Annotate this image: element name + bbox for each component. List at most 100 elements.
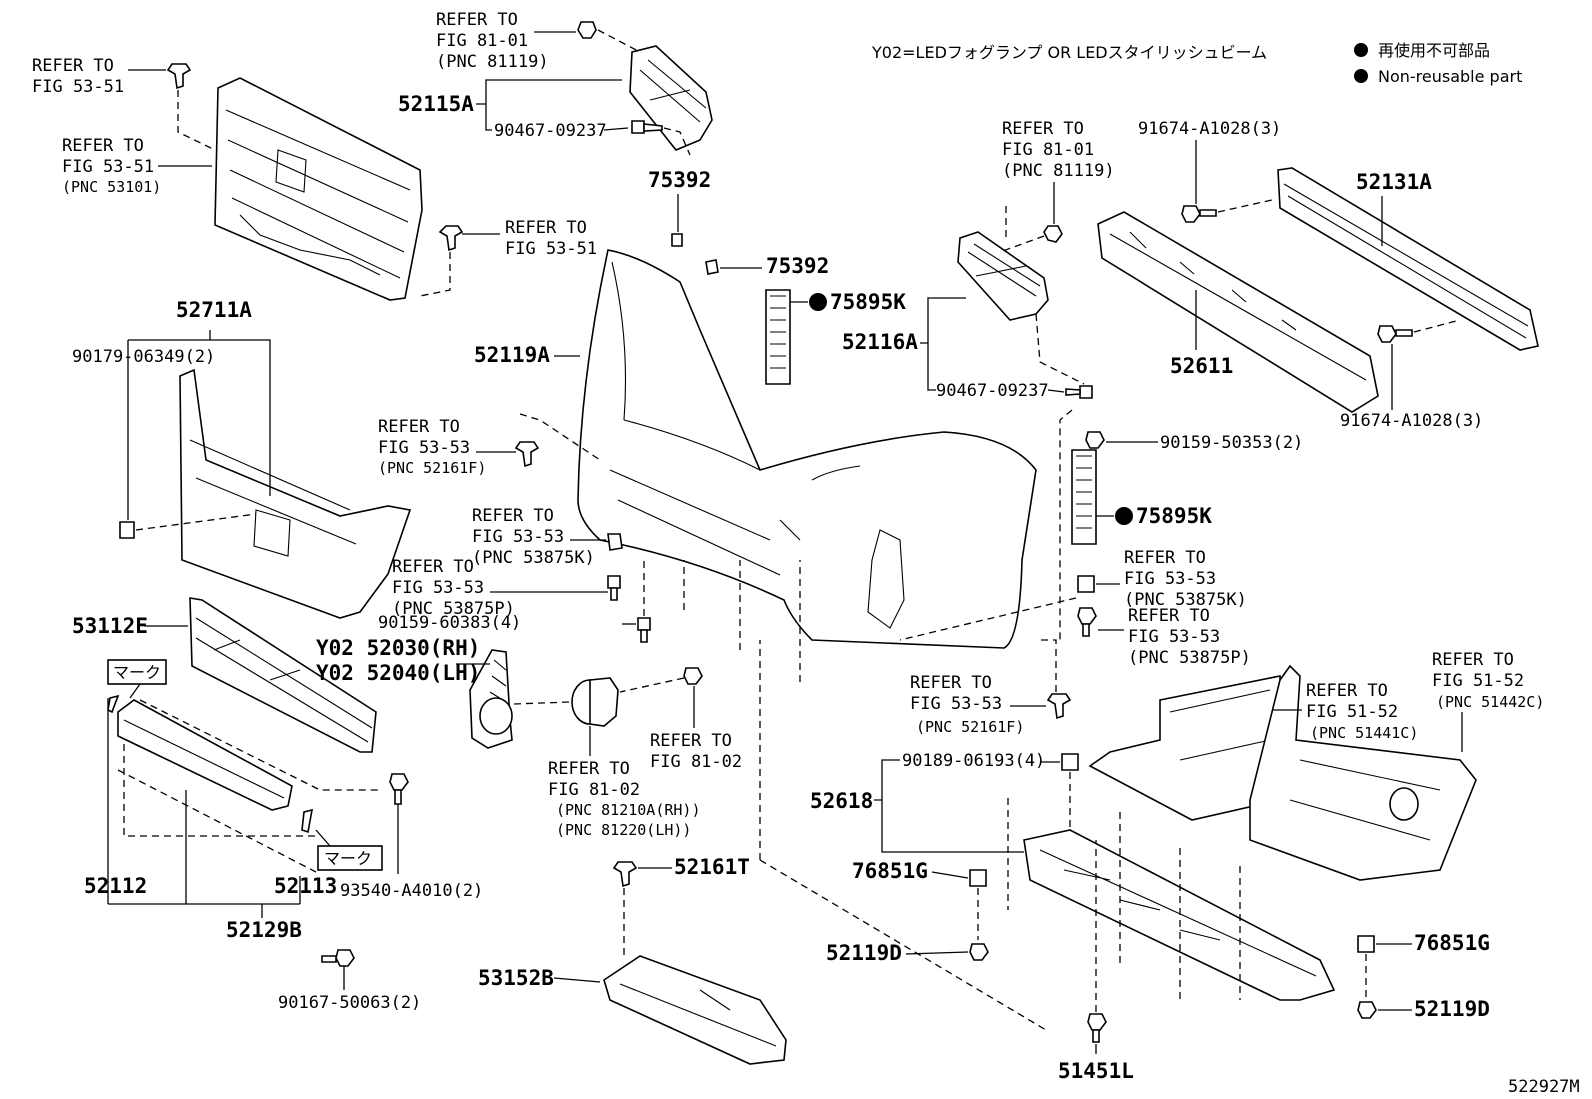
part-75392-b: 75392 (766, 254, 829, 278)
clip-part (1046, 693, 1072, 720)
under-cover-51442c-part (1249, 664, 1477, 881)
svg-text:REFER TO: REFER TO (1128, 606, 1210, 626)
ref-53-53-f: REFER TO FIG 53-53 (PNC 52161F) (910, 673, 1024, 736)
svg-text:REFER TO: REFER TO (505, 218, 587, 238)
clip-part (607, 533, 623, 551)
non-reusable-en: Non-reusable part (1378, 67, 1522, 86)
svg-text:REFER TO: REFER TO (910, 673, 992, 693)
ref-53-53-e: REFER TO FIG 53-53 (PNC 53875P) (1128, 606, 1251, 668)
absorber-52611-part (1097, 211, 1379, 413)
part-76851g-b: 76851G (1414, 931, 1490, 955)
ref-51-52-b: REFER TO FIG 51-52 (PNC 51442C) (1432, 650, 1544, 711)
fog-bezel-part (469, 649, 513, 749)
svg-text:REFER TO: REFER TO (1124, 548, 1206, 568)
clip-52161t-part (612, 861, 638, 888)
svg-text:REFER TO: REFER TO (392, 557, 474, 577)
radiator-grille-part (214, 77, 423, 301)
part-90467-b: 90467-09237 (936, 381, 1049, 401)
ref-53-53-a: REFER TO FIG 53-53 (PNC 52161F) (378, 417, 486, 477)
bolt-part (1357, 1001, 1377, 1019)
ref-53-53-b: REFER TO FIG 53-53 (PNC 53875K) (472, 506, 595, 568)
mark-label-2: マーク (324, 849, 372, 868)
svg-text:(PNC 81210A(RH)): (PNC 81210A(RH)) (556, 801, 701, 819)
non-reusable-dot-icon (1354, 43, 1368, 57)
nut-76851g-part (969, 869, 987, 887)
ref-53-51-b: REFER TO FIG 53-51 (PNC 53101) (62, 136, 161, 196)
clip-part (1077, 575, 1095, 593)
emblem-piece-part (301, 808, 314, 834)
part-52611: 52611 (1170, 354, 1233, 378)
diagram-id: 522927M (1508, 1077, 1580, 1097)
ref-53-51-c: REFER TO FIG 53-51 (505, 218, 597, 259)
mark-tag (317, 845, 383, 871)
bolt-part (607, 575, 621, 601)
part-75392-a: 75392 (648, 168, 711, 192)
part-52119a: 52119A (474, 343, 550, 367)
cover-53152b-part (603, 955, 787, 1065)
bolt-part (321, 949, 355, 967)
svg-text:FIG 53-51: FIG 53-51 (62, 157, 154, 177)
svg-text:(PNC 53875K): (PNC 53875K) (1124, 590, 1247, 610)
part-52161t: 52161T (674, 855, 750, 879)
non-reusable-jp: 再使用不可部品 (1378, 41, 1490, 60)
svg-text:FIG 53-51: FIG 53-51 (505, 239, 597, 259)
bolt-part (631, 120, 663, 134)
svg-text:REFER TO: REFER TO (1432, 650, 1514, 670)
part-52030: Y02 52030(RH) (316, 636, 480, 660)
part-93540: 93540-A4010(2) (340, 881, 483, 901)
non-reusable-dot-icon (1354, 69, 1368, 83)
part-90467-a: 90467-09237 (494, 121, 607, 141)
front-bumper-cover-part (577, 249, 1037, 649)
part-75895k-a: 75895K (830, 290, 906, 314)
part-91674-a: 91674-A1028(3) (1138, 119, 1281, 139)
svg-text:REFER TO: REFER TO (1306, 681, 1388, 701)
vent-strip-75895k-part (1071, 449, 1097, 545)
fog-lamp-part (571, 677, 619, 727)
mark-label-1: マーク (113, 663, 161, 682)
ref-53-51-a: REFER TO FIG 53-51 (32, 56, 124, 97)
svg-text:FIG 53-53: FIG 53-53 (1124, 569, 1216, 589)
ref-53-53-c: REFER TO FIG 53-53 (PNC 53875P) (392, 557, 515, 619)
clip-part (514, 441, 540, 468)
bolt-part (1065, 385, 1093, 399)
svg-text:(PNC 81119): (PNC 81119) (436, 52, 549, 72)
bolt-part (683, 667, 703, 685)
ref-53-53-d: REFER TO FIG 53-53 (PNC 53875K) (1124, 548, 1247, 610)
svg-text:(PNC 52161F): (PNC 52161F) (916, 718, 1024, 736)
svg-text:REFER TO: REFER TO (650, 731, 732, 751)
ref-81-02-a: REFER TO FIG 81-02 (650, 731, 742, 772)
part-76851g-a: 76851G (852, 859, 928, 883)
part-75895k-b: 75895K (1136, 504, 1212, 528)
part-52131a: 52131A (1356, 170, 1432, 194)
mark-tag (107, 659, 167, 685)
part-90159-a: 90159-50353(2) (1160, 433, 1303, 453)
svg-text:REFER TO: REFER TO (548, 759, 630, 779)
svg-text:(PNC 81119): (PNC 81119) (1002, 161, 1115, 181)
part-52116a: 52116A (842, 330, 918, 354)
part-90179: 90179-06349(2) (72, 347, 215, 367)
part-52113: 52113 (274, 874, 337, 898)
ref-81-01-a: REFER TO FIG 81-01 (PNC 81119) (436, 10, 549, 72)
non-reusable-dot-icon (809, 293, 827, 311)
svg-text:(PNC 53875K): (PNC 53875K) (472, 548, 595, 568)
svg-text:(PNC 51441C): (PNC 51441C) (1310, 724, 1418, 742)
clip-part (438, 225, 464, 252)
svg-text:FIG 81-01: FIG 81-01 (436, 31, 528, 51)
part-52119d-b: 52119D (1414, 997, 1490, 1021)
bolt-part (1077, 607, 1097, 637)
nut-76851g-part (1357, 935, 1375, 953)
svg-text:REFER TO: REFER TO (62, 136, 144, 156)
svg-text:(PNC 81220(LH)): (PNC 81220(LH)) (556, 821, 691, 839)
part-52112: 52112 (84, 874, 147, 898)
part-90167: 90167-50063(2) (278, 993, 421, 1013)
part-52129b: 52129B (226, 918, 302, 942)
part-51451l: 51451L (1058, 1059, 1134, 1083)
part-52115a: 52115A (398, 92, 474, 116)
ref-51-52-a: REFER TO FIG 51-52 (PNC 51441C) (1306, 681, 1418, 742)
svg-text:REFER TO: REFER TO (472, 506, 554, 526)
svg-text:FIG 53-53: FIG 53-53 (392, 578, 484, 598)
part-91674-b: 91674-A1028(3) (1340, 411, 1483, 431)
bolt-part (637, 617, 651, 643)
bolt-part (969, 943, 989, 961)
